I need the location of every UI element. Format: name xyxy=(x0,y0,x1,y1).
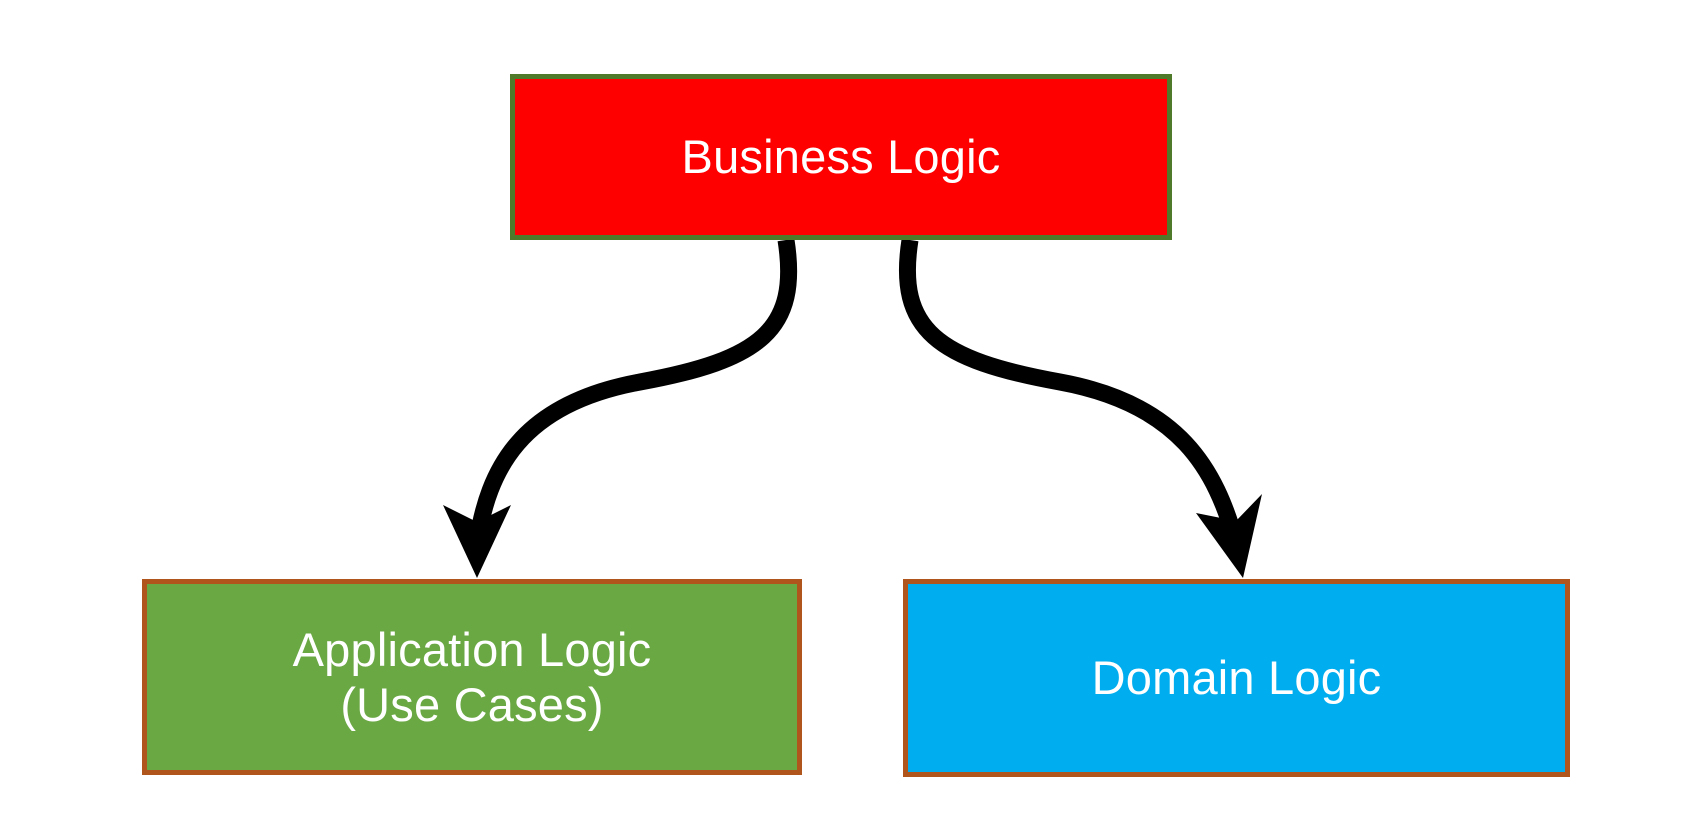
node-domain-logic-label: Domain Logic xyxy=(1091,651,1382,705)
node-business-logic-label: Business Logic xyxy=(681,130,1001,184)
node-application-logic[interactable]: Application Logic (Use Cases) xyxy=(142,579,802,775)
node-domain-logic[interactable]: Domain Logic xyxy=(903,579,1570,777)
node-application-logic-label-line2: (Use Cases) xyxy=(340,678,604,731)
edge-business-to-application xyxy=(443,238,798,578)
edge-business-to-domain xyxy=(898,238,1262,578)
node-business-logic[interactable]: Business Logic xyxy=(510,74,1172,240)
node-application-logic-label-line1: Application Logic xyxy=(292,622,652,676)
